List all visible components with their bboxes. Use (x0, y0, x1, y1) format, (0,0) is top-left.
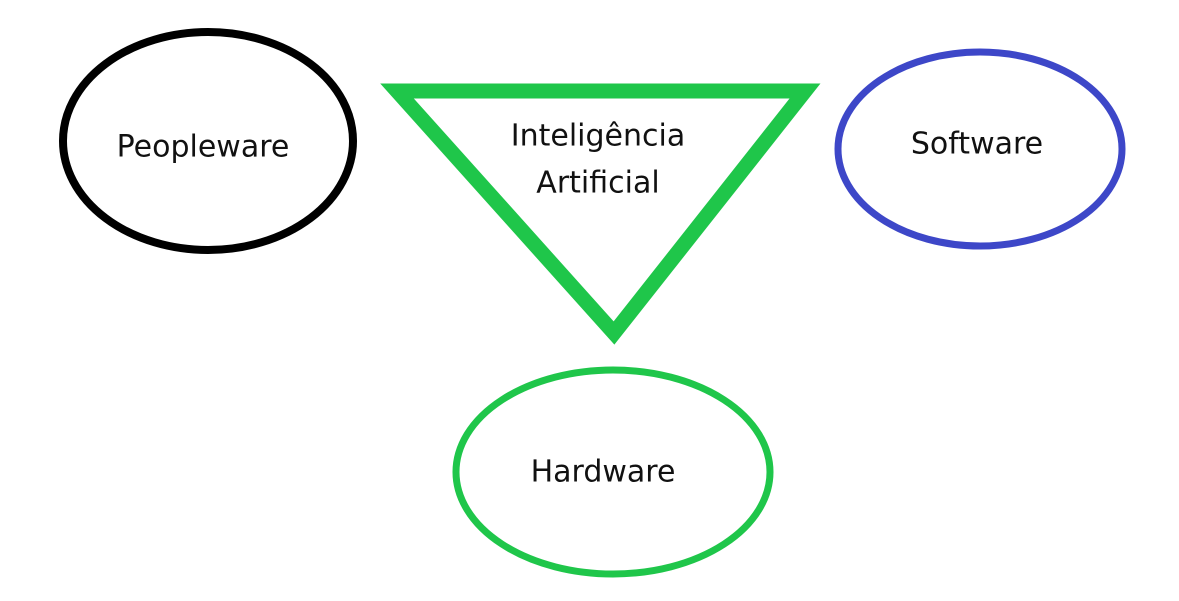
software-label: Software (911, 127, 1043, 162)
ai-triangle (380, 83, 821, 345)
hardware-ellipse (452, 366, 774, 578)
software-ellipse (834, 48, 1126, 250)
peopleware-ellipse (59, 28, 357, 254)
ai-label-line2: Artificial (536, 166, 659, 201)
hardware-node: Hardware (452, 366, 774, 578)
ai-node: Inteligência Artificial (380, 83, 821, 345)
software-node: Software (834, 48, 1126, 250)
ai-label-line1: Inteligência (511, 119, 685, 154)
peopleware-node: Peopleware (59, 28, 357, 254)
peopleware-label: Peopleware (117, 130, 290, 165)
hardware-label: Hardware (531, 455, 676, 490)
